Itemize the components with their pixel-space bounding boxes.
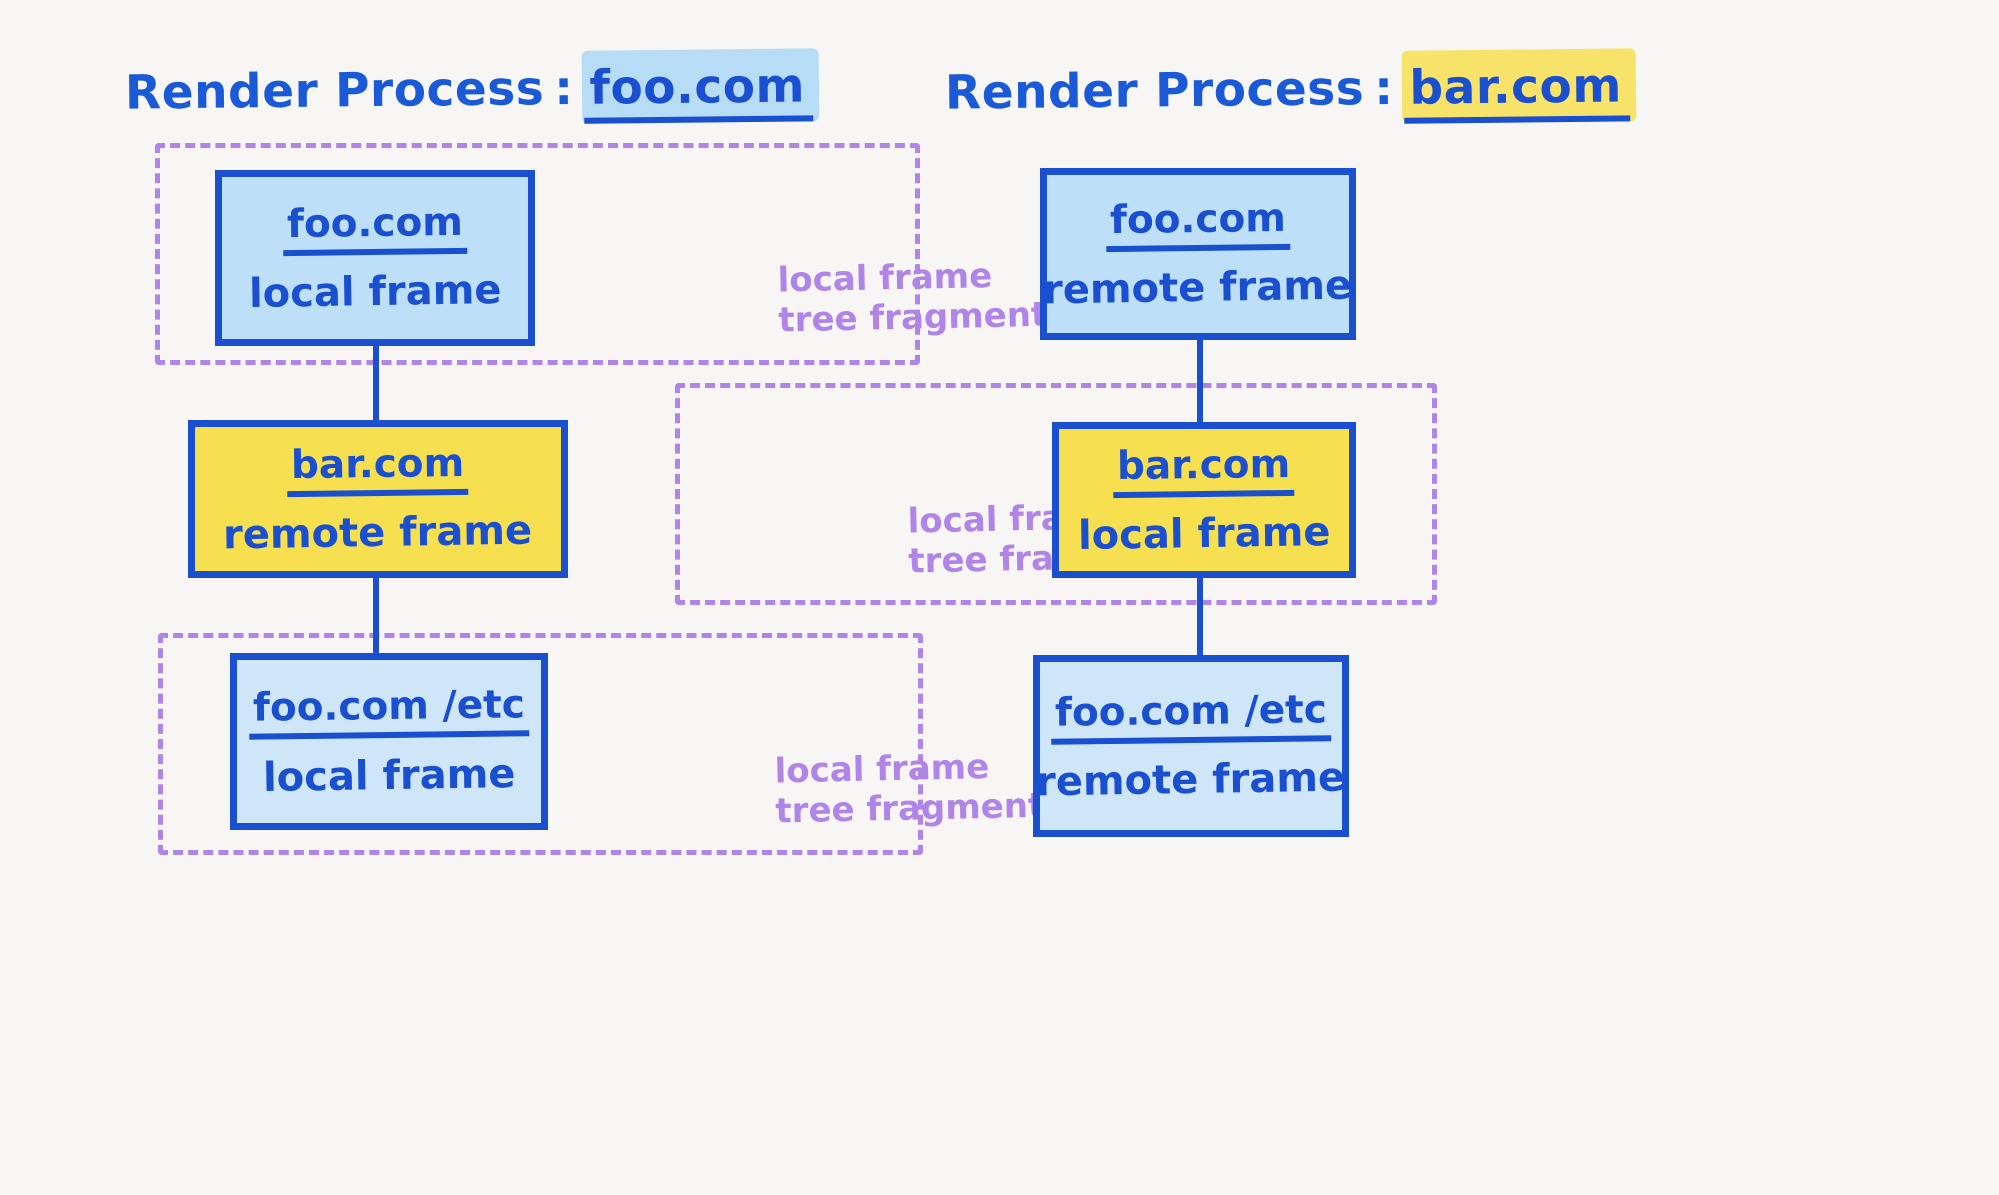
render-process-title-right: Render Process: bar.com (944, 56, 1631, 128)
process-origin-right: bar.com (1403, 56, 1631, 124)
process-origin-left: foo.com (583, 56, 814, 124)
frame-node-left-3[interactable]: foo.com /etc local frame (230, 653, 548, 830)
fragment-region-left-top (155, 143, 920, 365)
frame-node-left-3-kind: local frame (262, 750, 516, 801)
frame-node-right-3-kind: remote frame (1036, 754, 1346, 806)
process-origin-right-text: bar.com (1409, 58, 1623, 116)
frame-node-left-2-kind: remote frame (223, 507, 533, 559)
render-process-label-right: Render Process (944, 61, 1365, 121)
frame-node-right-3[interactable]: foo.com /etc remote frame (1033, 655, 1349, 837)
frame-node-right-1-url: foo.com (1105, 196, 1291, 252)
frame-node-right-1-kind: remote frame (1043, 262, 1353, 314)
frame-node-right-3-url: foo.com /etc (1050, 687, 1332, 745)
fragment-region-right-middle (675, 383, 1437, 605)
frame-node-left-2[interactable]: bar.com remote frame (188, 420, 568, 578)
frame-node-left-2-url: bar.com (287, 441, 469, 497)
frame-node-left-1-kind: local frame (248, 267, 502, 318)
frame-node-left-1-url: foo.com (282, 200, 468, 256)
connector-right-1-2 (1197, 336, 1203, 426)
frame-node-right-2-kind: local frame (1077, 509, 1331, 560)
frame-node-left-3-url: foo.com /etc (248, 682, 530, 740)
title-colon-right: : (1373, 60, 1394, 117)
connector-left-1-2 (373, 338, 379, 430)
title-colon-left: : (553, 60, 574, 117)
frame-node-left-1[interactable]: foo.com local frame (215, 170, 535, 346)
connector-right-2-3 (1197, 572, 1203, 658)
frame-node-right-2-url: bar.com (1113, 442, 1295, 498)
frame-node-right-1[interactable]: foo.com remote frame (1040, 168, 1356, 340)
render-process-label-left: Render Process (124, 61, 545, 121)
fragment-region-left-bottom (158, 633, 923, 855)
frame-node-right-2[interactable]: bar.com local frame (1052, 422, 1356, 578)
connector-left-2-3 (373, 570, 379, 662)
process-origin-left-text: foo.com (589, 58, 806, 116)
render-process-title-left: Render Process: foo.com (125, 56, 814, 128)
